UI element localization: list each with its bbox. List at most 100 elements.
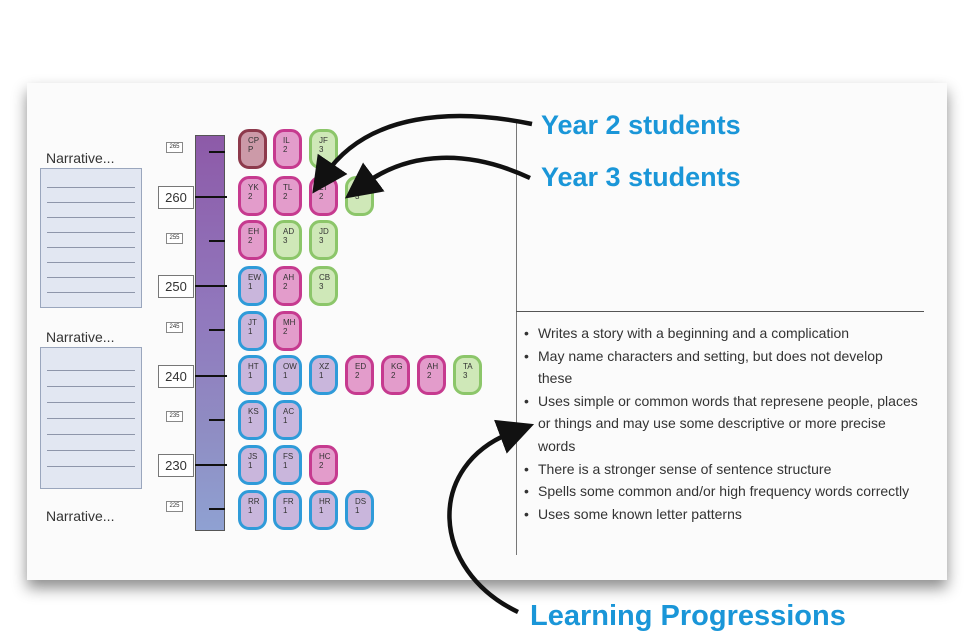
callout-year-2: Year 2 students xyxy=(541,110,741,140)
student-year: 2 xyxy=(283,145,288,154)
student-year: 2 xyxy=(319,461,324,470)
student-year: 1 xyxy=(283,416,288,425)
student-year: 1 xyxy=(319,371,324,380)
student-initials: JF xyxy=(319,136,328,145)
score-235: 235 xyxy=(166,411,183,422)
student-year: 2 xyxy=(319,192,324,201)
student-initials: TL xyxy=(283,183,293,192)
score-260: 260 xyxy=(158,186,194,209)
student-initials: AC xyxy=(283,407,295,416)
score-230: 230 xyxy=(158,454,194,477)
student-initials: HT xyxy=(248,362,259,371)
student-initials: AD xyxy=(283,227,295,236)
score-240: 240 xyxy=(158,365,194,388)
vertical-divider xyxy=(516,120,517,555)
score-265: 265 xyxy=(166,142,183,153)
student-year: 1 xyxy=(283,461,288,470)
descriptor-item: May name characters and setting, but doe… xyxy=(524,345,919,390)
student-year: 1 xyxy=(248,371,253,380)
student-initials: JS xyxy=(248,452,258,461)
student-year: 1 xyxy=(283,506,288,515)
student-year: 2 xyxy=(355,371,360,380)
scale-tick-235 xyxy=(209,419,225,421)
arrow-learning-progressions xyxy=(447,419,535,615)
scale-tick-250 xyxy=(195,285,227,287)
student-year: 3 xyxy=(319,145,324,154)
student-year: P xyxy=(248,145,254,154)
scale-tick-240 xyxy=(195,375,227,377)
scale-tick-260 xyxy=(195,196,227,198)
student-year: 1 xyxy=(248,461,253,470)
student-year: 2 xyxy=(248,236,253,245)
arrow-year-2 xyxy=(312,113,533,194)
score-245: 245 xyxy=(166,322,183,333)
scale-tick-255 xyxy=(209,240,225,242)
callout-year-3: Year 3 students xyxy=(541,162,741,192)
descriptor-item: Writes a story with a beginning and a co… xyxy=(524,322,919,345)
student-initials: JD xyxy=(319,227,329,236)
narrative-label-middle: Narrative... xyxy=(46,329,115,345)
student-year: 1 xyxy=(248,506,253,515)
student-initials: ED xyxy=(355,362,367,371)
student-initials: RR xyxy=(248,497,260,506)
student-year: 2 xyxy=(283,282,288,291)
narrative-label-top: Narrative... xyxy=(46,150,115,166)
student-initials: FS xyxy=(283,452,294,461)
student-initials: FR xyxy=(283,497,294,506)
callout-learning-progressions: Learning Progressions xyxy=(530,600,846,632)
student-initials: KS xyxy=(248,407,259,416)
student-year: 2 xyxy=(283,192,288,201)
descriptor-item: Uses simple or common words that represe… xyxy=(524,390,919,458)
student-year: 1 xyxy=(319,506,324,515)
descriptor-item: Spells some common and/or high frequency… xyxy=(524,480,919,503)
student-year: 3 xyxy=(319,236,324,245)
student-initials: TA xyxy=(463,362,473,371)
student-year: 3 xyxy=(463,371,468,380)
student-initials: MH xyxy=(283,318,296,327)
student-initials: EH xyxy=(248,227,260,236)
student-year: 1 xyxy=(248,282,253,291)
descriptor-item: Uses some known letter patterns xyxy=(524,503,919,526)
scale-tick-225 xyxy=(209,508,225,510)
student-initials: JT xyxy=(248,318,257,327)
student-initials: HR xyxy=(319,497,331,506)
student-initials: YK xyxy=(248,183,259,192)
student-initials: HC xyxy=(319,452,331,461)
student-initials: XZ xyxy=(319,362,330,371)
student-initials: IL xyxy=(283,136,290,145)
student-initials: CP xyxy=(248,136,260,145)
student-initials: EW xyxy=(248,273,261,282)
student-initials: OW xyxy=(283,362,297,371)
writing-sample-2 xyxy=(40,347,142,489)
student-initials: KG xyxy=(391,362,403,371)
student-year: 2 xyxy=(248,192,253,201)
score-225: 225 xyxy=(166,501,183,512)
student-year: 1 xyxy=(355,506,360,515)
score-255: 255 xyxy=(166,233,183,244)
student-year: 3 xyxy=(283,236,288,245)
